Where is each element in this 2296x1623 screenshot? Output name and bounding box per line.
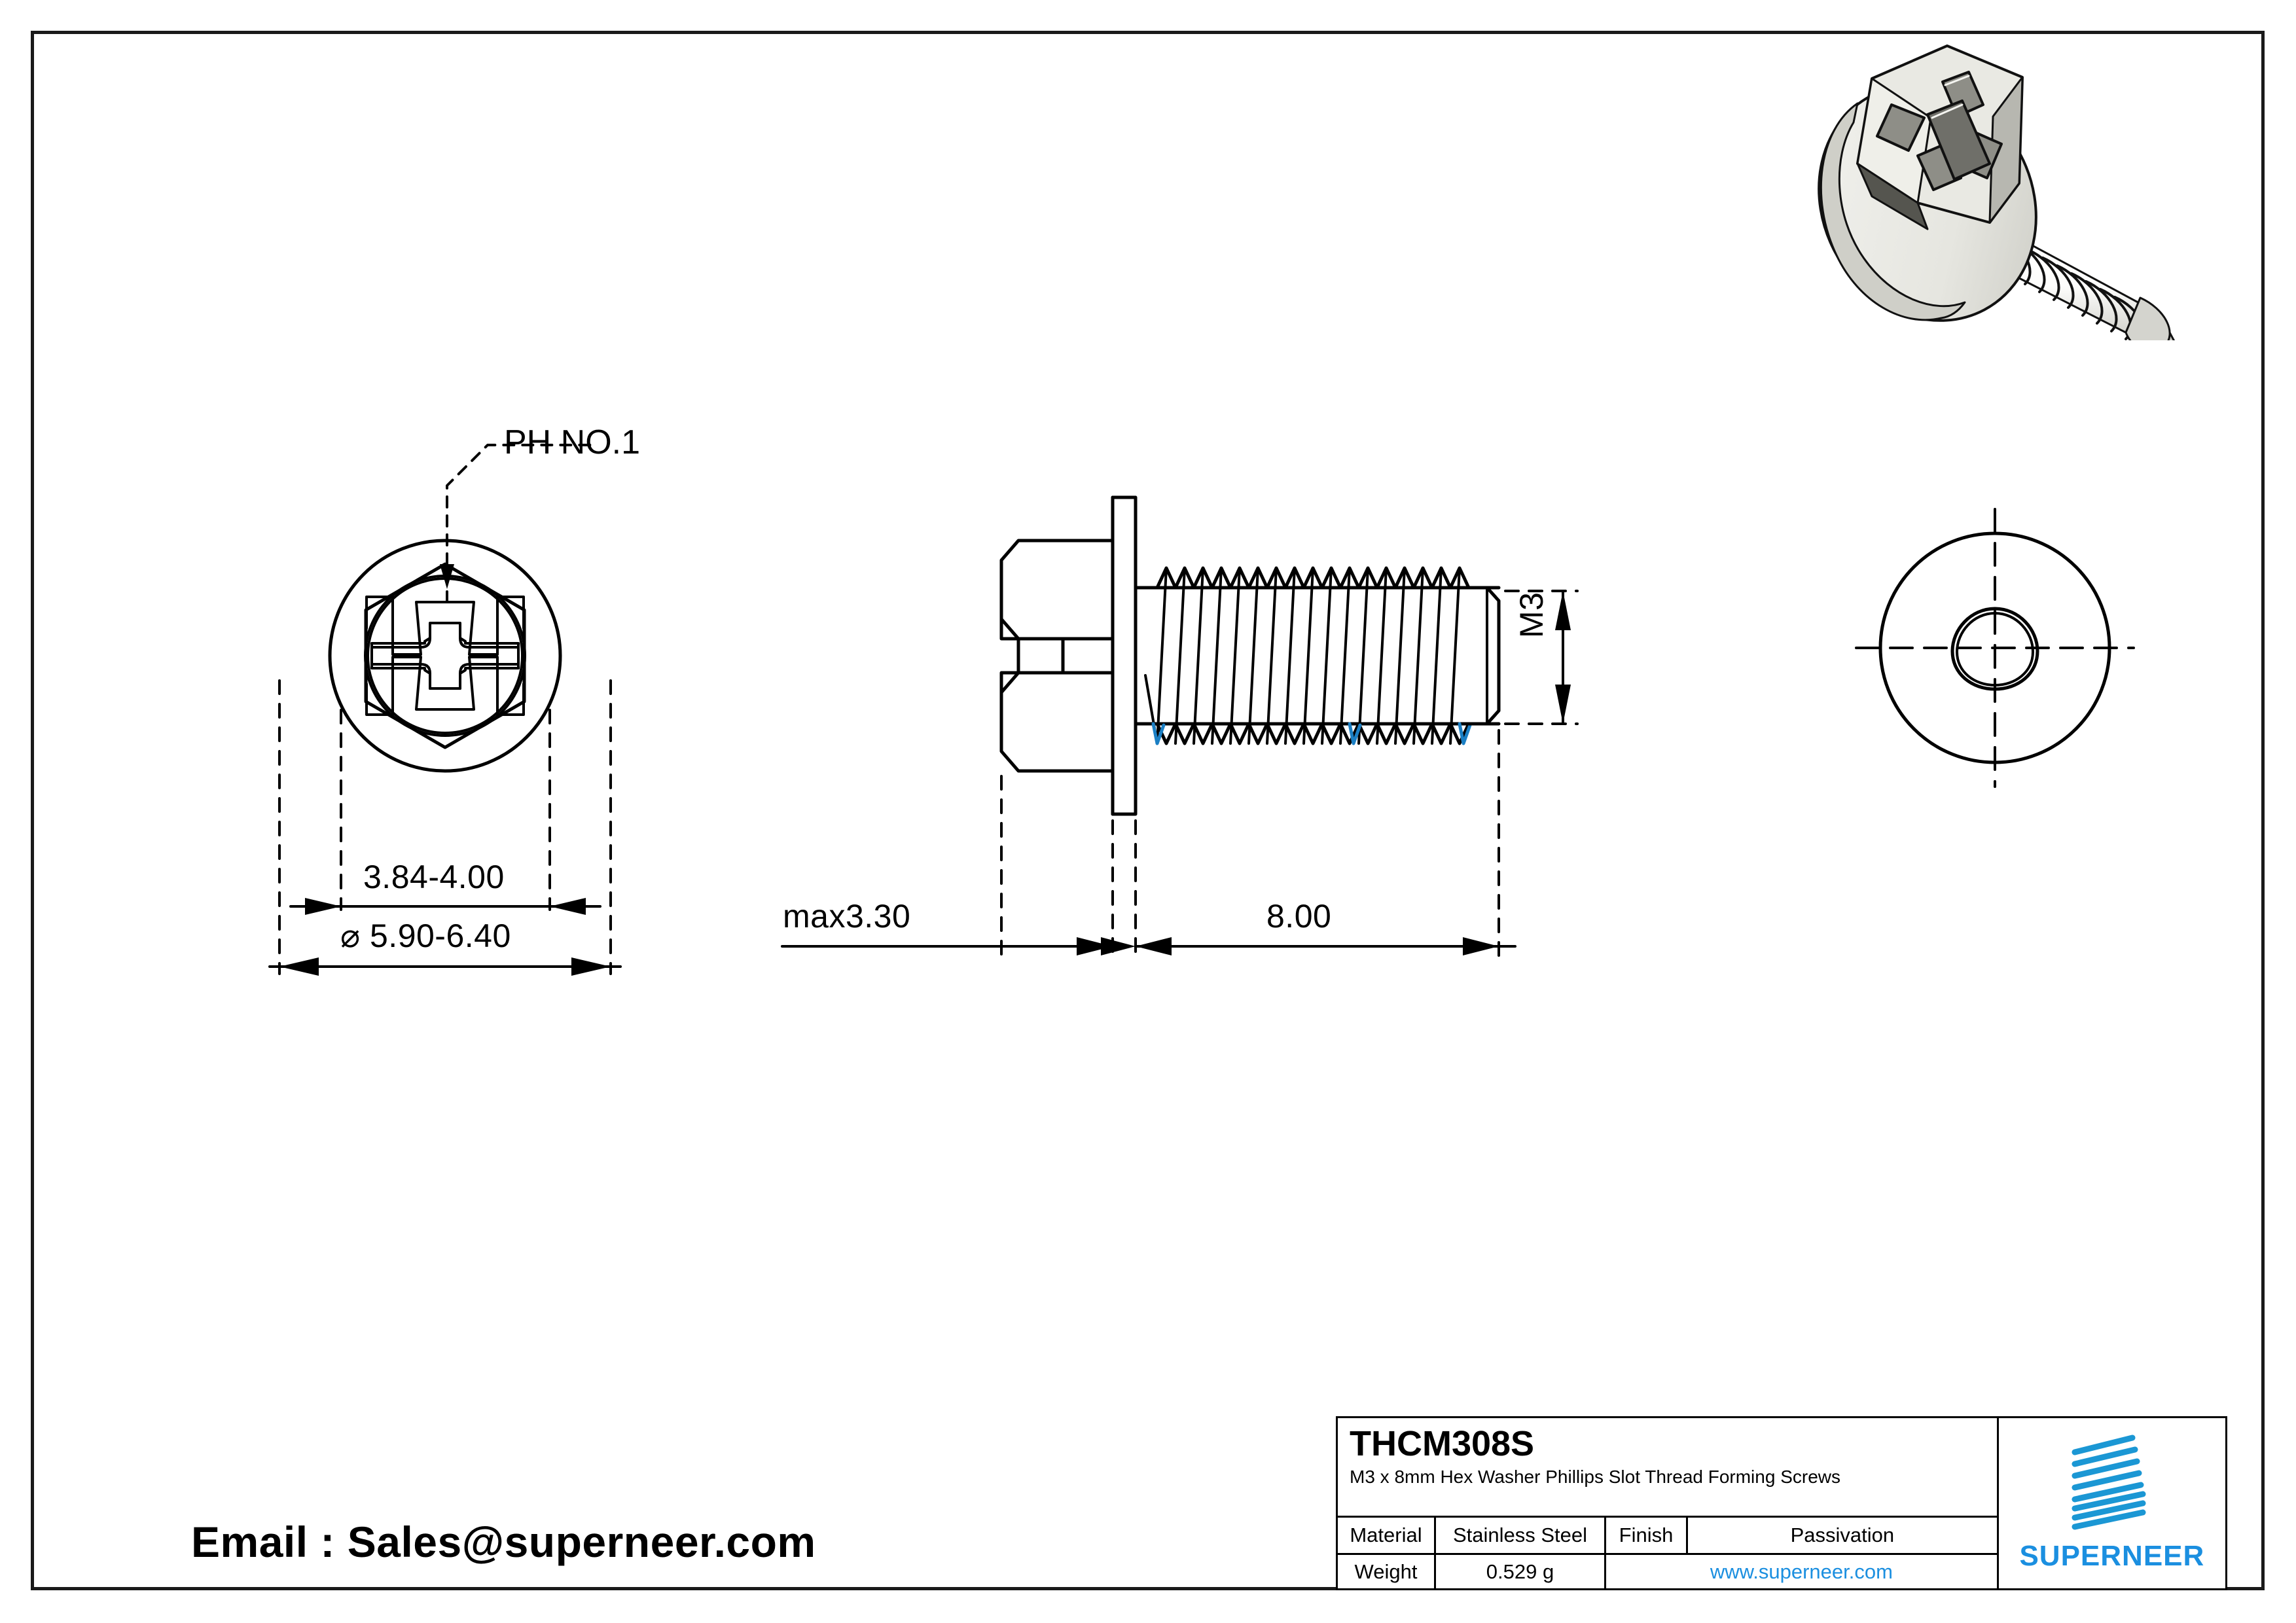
finish-value: Passivation [1790, 1524, 1895, 1546]
thread-size-dimension: M3 [1513, 592, 1550, 638]
material-value: Stainless Steel [1436, 1518, 1606, 1553]
title-block-row-weight: Weight 0.529 g www.superneer.com [1338, 1555, 1997, 1588]
title-block-header: THCM308S M3 x 8mm Hex Washer Phillips Sl… [1338, 1418, 1997, 1518]
head-across-flats-dimension: 3.84-4.00 [363, 859, 505, 895]
brand-wordmark: SUPERNEER [2019, 1540, 2205, 1572]
title-block-main: THCM308S M3 x 8mm Hex Washer Phillips Sl… [1338, 1418, 1999, 1588]
weight-value: 0.529 g [1436, 1555, 1606, 1588]
part-number: THCM308S [1350, 1424, 1535, 1463]
part-description: M3 x 8mm Hex Washer Phillips Slot Thread… [1350, 1467, 1840, 1487]
middle-view-side [781, 495, 1579, 957]
isometric-screw-render [1818, 45, 2176, 340]
weight-label: Weight [1338, 1555, 1436, 1588]
website-link[interactable]: www.superneer.com [1710, 1560, 1893, 1583]
title-block: THCM308S M3 x 8mm Hex Washer Phillips Sl… [1336, 1416, 2227, 1590]
head-height-dimension: max3.30 [783, 898, 911, 935]
right-view-end [1855, 508, 2135, 788]
drive-callout-label: PH NO.1 [504, 423, 641, 461]
contact-email-line: Email : Sales@superneer.com [191, 1518, 816, 1566]
title-block-row-material: Material Stainless Steel Finish Passivat… [1338, 1518, 1997, 1555]
superneer-logo-icon [2072, 1435, 2146, 1530]
washer-diameter-dimension: ⌀ 5.90-6.40 [340, 918, 511, 954]
brand-panel: SUPERNEER [1999, 1418, 2225, 1588]
thread-length-dimension: 8.00 [1266, 898, 1332, 935]
drawing-frame-border [31, 31, 2265, 1590]
left-view-head-top [268, 444, 622, 976]
finish-label: Finish [1606, 1518, 1688, 1553]
phillips-recess-3d [1876, 71, 2003, 191]
material-label: Material [1338, 1518, 1436, 1553]
